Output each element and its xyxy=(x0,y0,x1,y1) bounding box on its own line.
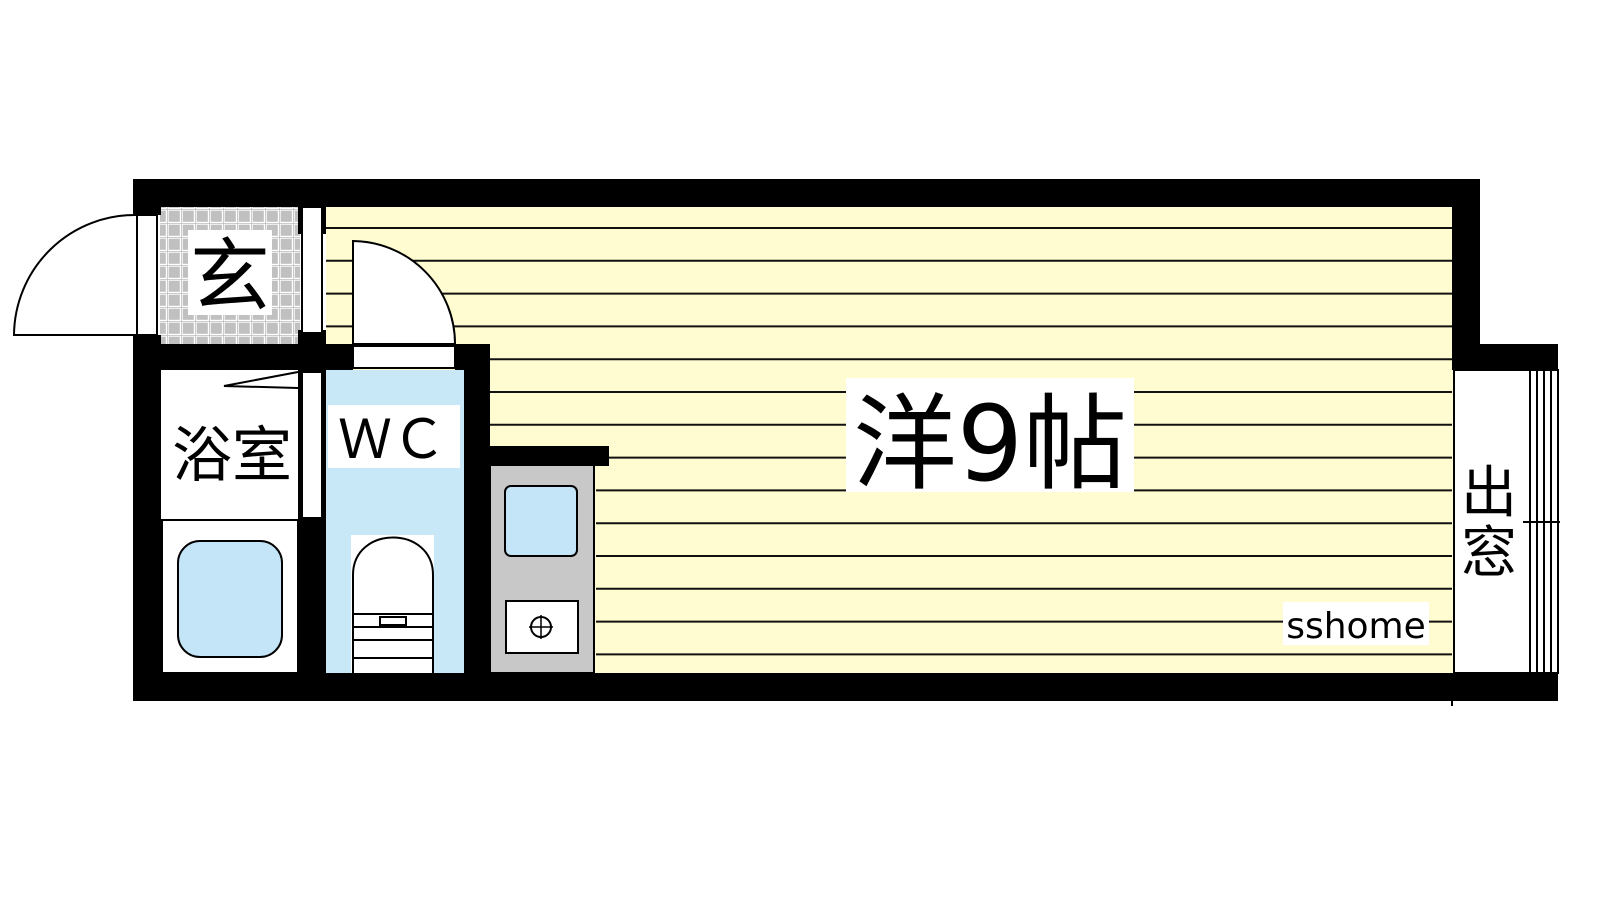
entrance-inner-frame xyxy=(301,206,323,334)
bathtub xyxy=(177,540,283,658)
entrance-door-frame xyxy=(136,214,158,336)
wc-door-frame xyxy=(352,345,456,369)
wc-label-bg xyxy=(328,405,460,468)
western-room-label: 洋9帖 xyxy=(853,383,1127,505)
entrance-door-swing xyxy=(12,213,138,336)
entrance-label: 玄 xyxy=(190,230,270,323)
bay-window-frame xyxy=(1451,369,1560,706)
bath-folding-door xyxy=(223,371,299,389)
floor-boards xyxy=(326,227,1452,656)
room-label-bg xyxy=(846,378,1134,492)
bay-window-label-bottom: 窓 xyxy=(1461,521,1517,586)
bath-door-frame xyxy=(301,371,323,519)
bay-window-label-top: 出 xyxy=(1461,461,1517,526)
entrance-label-bg xyxy=(188,230,272,315)
watermark: sshome xyxy=(1286,606,1426,647)
wc-door-swing xyxy=(352,239,457,345)
kitchen-sink xyxy=(504,485,578,557)
watermark-bg xyxy=(1283,602,1429,645)
bathroom-label: 浴室 xyxy=(172,421,292,491)
toilet-label: ＷＣ xyxy=(338,408,446,471)
toilet-icon xyxy=(351,535,434,675)
